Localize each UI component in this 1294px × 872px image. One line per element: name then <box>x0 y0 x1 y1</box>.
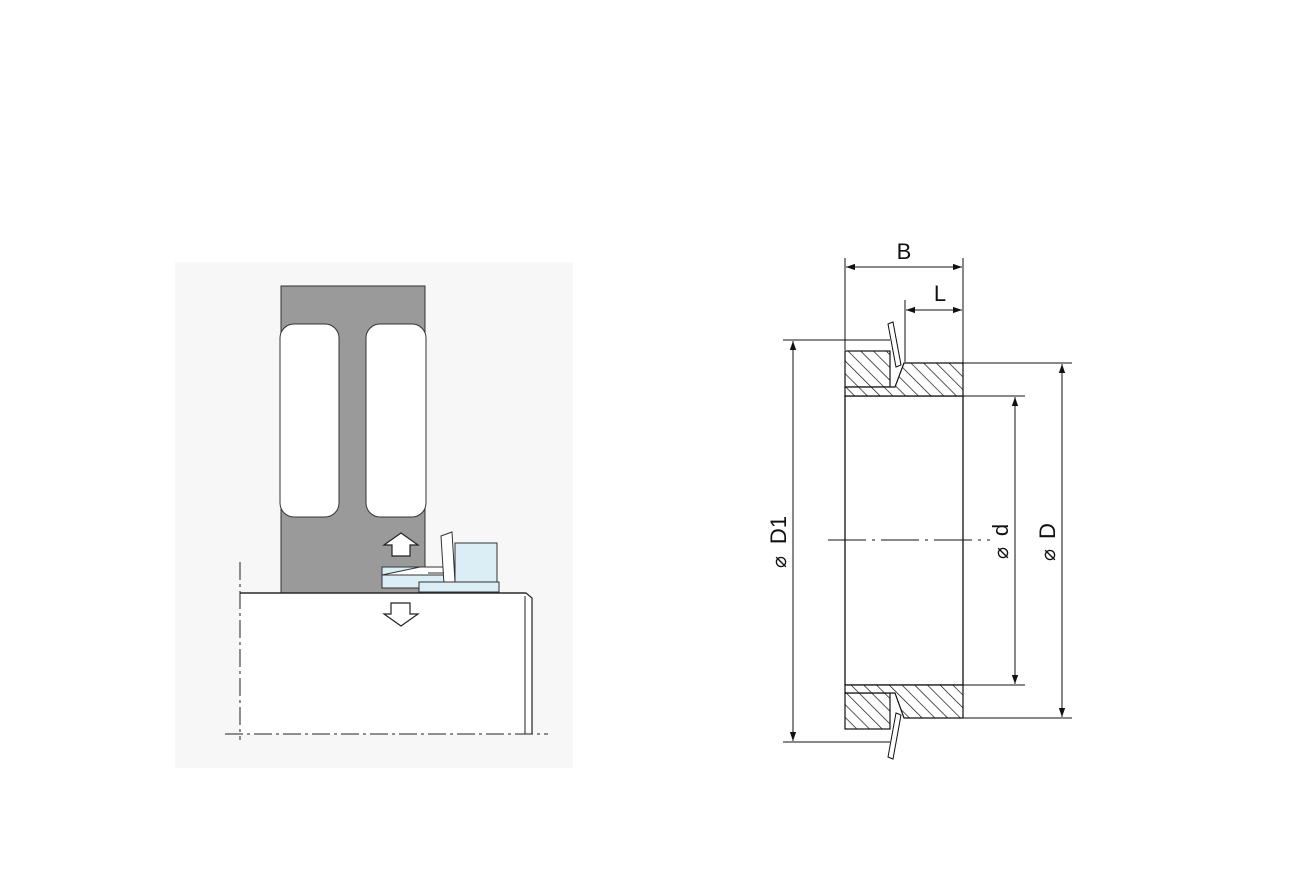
diameter-symbol-d: ⌀ <box>989 547 1013 559</box>
diameter-symbol-D1: ⌀ <box>767 556 791 568</box>
label-D: D <box>1035 523 1060 539</box>
dimension-L <box>904 300 962 362</box>
label-D1: D1 <box>766 516 791 544</box>
sleeve-cross-section: B L ⌀ D1 ⌀ d <box>766 239 1072 760</box>
dimension-B <box>844 258 964 363</box>
nut-section-bottom <box>844 692 891 730</box>
label-L: L <box>934 281 946 306</box>
mounting-illustration <box>175 262 573 768</box>
arrow-down-icon <box>382 602 420 627</box>
lock-washer-bottom <box>887 712 902 760</box>
dimension-D1 <box>783 339 845 743</box>
shaft-body <box>240 594 525 734</box>
hydraulic-nut <box>381 531 500 593</box>
label-d: d <box>988 524 1013 536</box>
lock-washer-top <box>887 321 902 368</box>
dimension-d <box>963 395 1025 686</box>
diameter-symbol-D: ⌀ <box>1036 549 1060 561</box>
housing-window-right <box>365 323 427 518</box>
label-B: B <box>897 239 912 264</box>
nut-section-top <box>844 350 891 388</box>
arrow-up-icon <box>382 532 420 557</box>
housing-window-left <box>279 323 340 518</box>
dimension-D <box>963 362 1072 719</box>
